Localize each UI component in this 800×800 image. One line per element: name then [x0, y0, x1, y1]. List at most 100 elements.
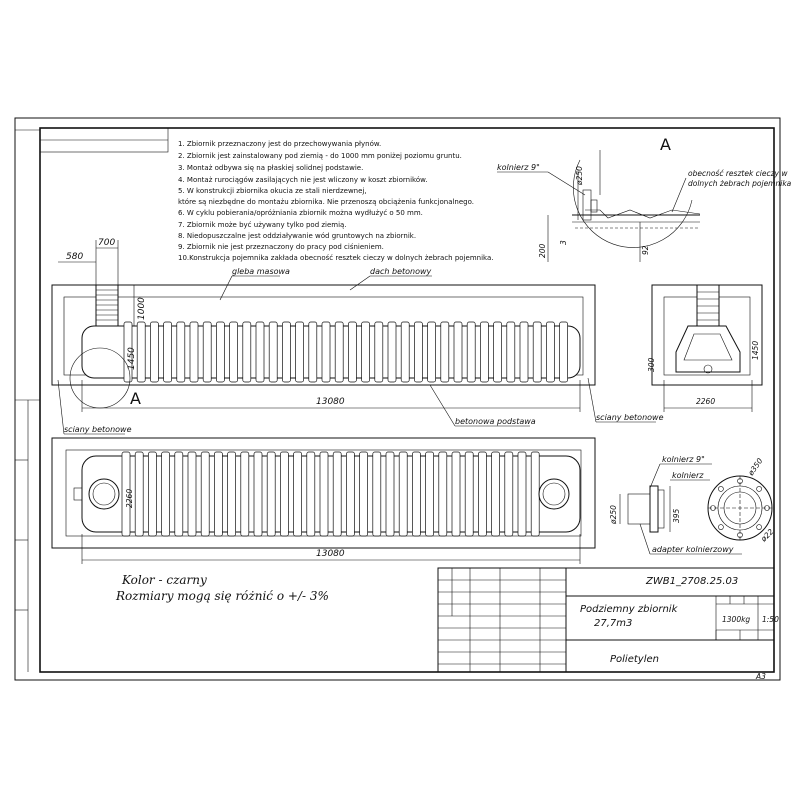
tank-rib	[374, 321, 384, 383]
note-5b: które są niezbędne do montażu zbiornika.…	[178, 198, 474, 206]
flange-d395: 395	[672, 508, 681, 523]
tb-scale: 1:50	[762, 615, 779, 624]
flange-kolnierz: kolnierz	[672, 471, 704, 480]
tank-rib	[240, 451, 250, 537]
detail-a-92: 92	[641, 245, 650, 255]
margin-boxes	[15, 129, 40, 672]
dim-580: 580	[66, 252, 83, 262]
tank-rib	[519, 321, 529, 383]
tank-rib	[174, 451, 184, 537]
tank-rib	[216, 321, 225, 383]
detail-a-3: 3	[559, 240, 568, 245]
tank-rib	[334, 321, 344, 383]
remark-tolerance: Rozmiary mogą się różnić o +/- 3%	[115, 589, 329, 603]
tank-rib	[478, 451, 487, 537]
detail-a-residue-1: obecność resztek cieczy w	[688, 169, 788, 178]
end-dim-300: 300	[647, 357, 656, 372]
tank-rib	[214, 451, 223, 537]
top-view: 2260 13080	[51, 437, 596, 564]
tb-name-2: 27,7m3	[594, 618, 632, 629]
dim-1000: 1000	[137, 297, 147, 320]
note-5: 5. W konstrukcji zbiornika okucia ze sta…	[178, 187, 367, 195]
manhole-top-right	[538, 478, 570, 510]
tank-rib	[266, 451, 276, 537]
tank-rib	[187, 451, 197, 537]
tank-rib	[438, 451, 448, 537]
top-left-stamp	[39, 127, 169, 153]
tb-material: Polietylen	[610, 654, 659, 665]
tank-rib	[150, 321, 159, 383]
flange-kolnierz9: kolnierz 9"	[662, 455, 705, 464]
note-6: 6. W cyklu pobierania/opróżniania zbiorn…	[178, 209, 423, 217]
tank-rib	[148, 451, 157, 537]
sheet-border	[14, 117, 781, 681]
tank-rib	[493, 321, 502, 383]
tank-rib	[546, 321, 555, 383]
tank-ribs-side	[123, 321, 568, 383]
tank-rib	[321, 321, 331, 383]
note-8: 8. Niedopuszczalne jest oddziaływanie wó…	[178, 232, 416, 240]
tank-rib	[293, 451, 302, 537]
tank-rib	[346, 451, 355, 537]
detail-a-kolnierz: kolnierz 9"	[497, 163, 540, 172]
tank-rib	[506, 321, 516, 383]
tank-rib	[400, 321, 410, 383]
tank-rib	[332, 451, 342, 537]
tank-ribs-top	[121, 451, 540, 537]
label-podstawa: betonowa podstawa	[455, 417, 536, 426]
bolt-hole	[718, 486, 724, 492]
tank-rib	[464, 451, 474, 537]
tank-rib	[532, 321, 542, 383]
note-10: 10.Konstrukcja pojemnika zakłada obecnoś…	[178, 254, 493, 262]
tank-rib	[559, 321, 568, 383]
tank-rib	[440, 321, 450, 383]
side-section-view: A 700 580 1000 1450 gleba masowa dach be…	[51, 238, 664, 435]
dim-13080-top: 13080	[316, 549, 345, 559]
tank-rib	[425, 451, 434, 537]
remark-color: Kolor - czarny	[121, 573, 207, 587]
detail-a-200: 200	[538, 243, 547, 258]
note-9: 9. Zbiornik nie jest przeznaczony do pra…	[178, 243, 384, 251]
manhole-top-left	[88, 478, 120, 510]
tank-rib	[398, 451, 408, 537]
tank-rib	[517, 451, 527, 537]
end-dim-1450: 1450	[751, 341, 760, 360]
tank-rib	[161, 451, 170, 537]
dim-700: 700	[98, 238, 115, 248]
dim-1450: 1450	[127, 347, 137, 370]
tank-rib	[348, 321, 357, 383]
tank-rib	[121, 451, 131, 537]
detail-a-diam: ø250	[575, 166, 584, 186]
tank-rib	[282, 321, 291, 383]
tank-rib	[530, 451, 540, 537]
tank-rib	[163, 321, 172, 383]
tank-rib	[361, 321, 370, 383]
tb-name-1: Podziemny zbiornik	[580, 604, 679, 615]
tank-rib	[385, 451, 395, 537]
bolt-hole	[718, 524, 724, 530]
tank-rib	[504, 451, 514, 537]
tank-rib	[451, 451, 461, 537]
flange-d22: ø22	[758, 527, 775, 544]
tank-rib	[227, 451, 236, 537]
tank-rib	[466, 321, 476, 383]
title-block: ZWB1_2708.25.03 Podziemny zbiornik 27,7m…	[437, 567, 779, 681]
top-dim-2260: 2260	[125, 489, 134, 508]
tank-rib	[189, 321, 199, 383]
note-2: 2. Zbiornik jest zainstalowany pod ziemi…	[178, 152, 462, 160]
detail-a-circle	[573, 159, 693, 248]
end-section-view: 300 1450 2260	[647, 284, 763, 412]
tank-rib	[453, 321, 463, 383]
flange-adapter: adapter kolnierzowy	[652, 545, 734, 554]
tank-rib	[319, 451, 329, 537]
tank-rib	[136, 321, 146, 383]
tank-rib	[268, 321, 278, 383]
tank-rib	[491, 451, 500, 537]
tank-rib	[372, 451, 382, 537]
tb-mass: 1300kg	[722, 615, 750, 624]
manhole-end	[696, 284, 720, 327]
dim-13080-side: 13080	[316, 397, 345, 407]
bolt-hole	[756, 486, 762, 492]
note-3: 3. Montaż odbywa się na płaskiej solidne…	[178, 164, 363, 172]
flange-d350: ø350	[746, 456, 765, 478]
